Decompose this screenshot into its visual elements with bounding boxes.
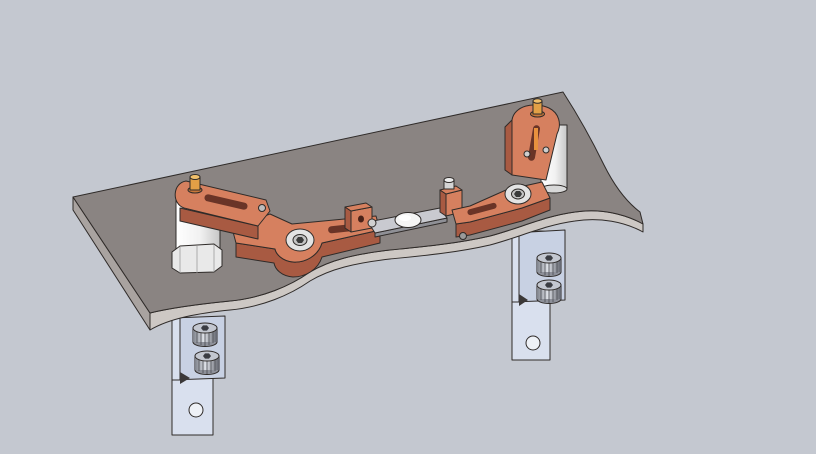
right-upper-arm — [504, 98, 560, 181]
left-arm-screw — [258, 204, 266, 212]
left-contact-block — [344, 202, 373, 233]
right-terminal-bracket — [511, 229, 566, 361]
left-bracket-screw-bottom — [194, 350, 220, 375]
right-pivot-washer — [504, 183, 532, 205]
right-lower-link — [451, 181, 551, 240]
left-terminal-bracket — [171, 315, 226, 436]
right-bracket-hole — [525, 335, 541, 351]
right-brass-stud — [530, 98, 545, 118]
left-bracket-screw-top — [192, 322, 218, 347]
right-bracket-screw-top — [536, 252, 562, 277]
right-arm-nut-left — [523, 150, 531, 158]
strip-screw — [367, 218, 377, 228]
under-link-screw — [459, 232, 467, 240]
right-bracket-screw-bottom — [536, 279, 562, 304]
left-bracket-hole — [188, 402, 204, 418]
spring — [534, 128, 538, 150]
left-pivot-washer — [285, 228, 315, 252]
right-arm-nut-right — [542, 146, 550, 154]
left-upper-arm — [174, 174, 271, 240]
contact-strip — [367, 207, 448, 238]
right-lower-slot — [467, 202, 497, 216]
left-upper-slot — [204, 194, 248, 210]
left-brass-stud — [187, 174, 203, 194]
